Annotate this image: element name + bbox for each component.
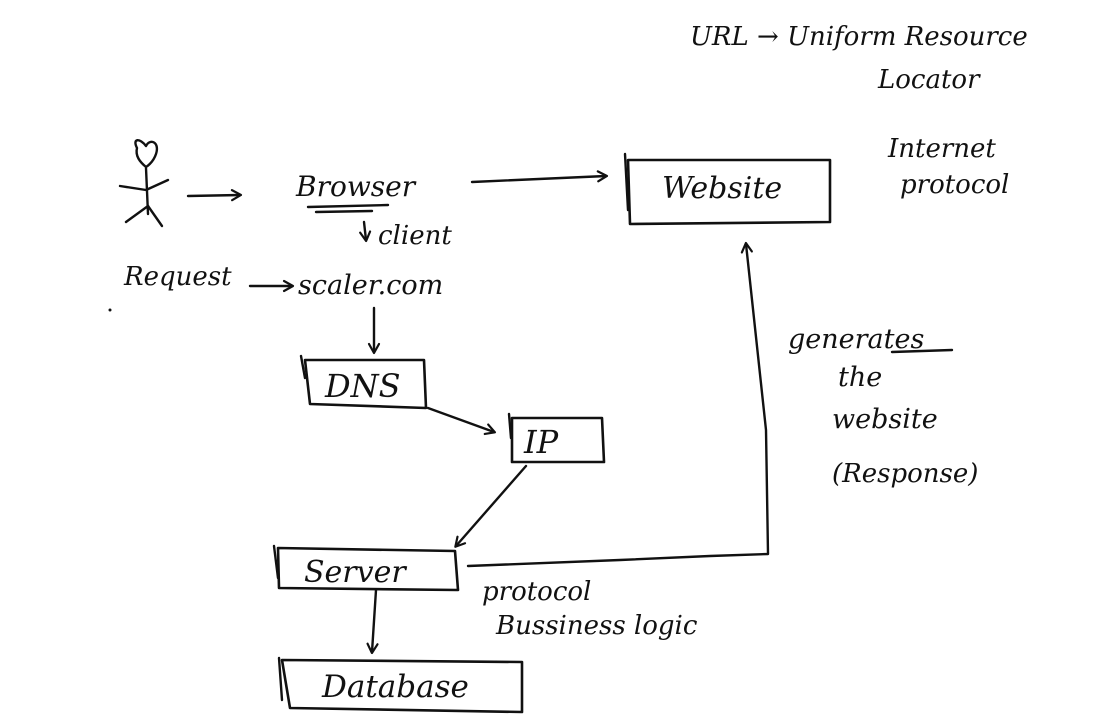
scaler-label: scaler.com [298,270,443,301]
database-node: Database [277,656,524,714]
response-note-line1: generates [788,324,924,355]
dns-to-ip-arrow [426,406,497,436]
ip-to-server-arrow [454,464,528,548]
response-note-line2: the [838,362,882,393]
dns-label: DNS [324,367,401,405]
ip-box [510,416,606,464]
generates-underline [890,348,954,354]
dns-box [303,358,428,410]
server-note-line2: Bussiness logic [495,611,698,641]
internet-note-line1: Internet [887,134,996,164]
response-note-line4: (Response) [832,459,978,489]
browser-to-website-arrow [470,170,609,184]
request-label: Request [123,262,232,292]
ip-node: IP [507,412,606,464]
client-label: client [378,221,452,251]
ip-label: IP [523,423,559,461]
dns-node: DNS [299,354,428,410]
server-to-database-arrow [366,588,379,655]
stray-dot [108,308,112,312]
server-note-line1: protocol [482,577,591,607]
browser-underline-2 [314,209,374,214]
server-node: Server [272,544,460,592]
browser-label: Browser [295,170,417,203]
browser-underline [306,203,390,209]
client-arrow [359,220,372,243]
database-label: Database [321,669,469,705]
website-node: Website [623,152,832,226]
website-label: Website [662,171,782,206]
server-to-website-response-arrow [466,241,770,568]
response-note-line3: website [832,404,938,435]
user-to-browser-arrow [186,189,243,202]
url-note-line1: URL → Uniform Resource [690,22,1028,52]
user-stick-figure-icon [118,139,170,228]
database-box [280,658,524,714]
website-box [626,158,832,226]
url-note-line2: Locator [877,65,981,95]
internet-note-line2: protocol [900,170,1009,200]
server-label: Server [304,555,407,590]
